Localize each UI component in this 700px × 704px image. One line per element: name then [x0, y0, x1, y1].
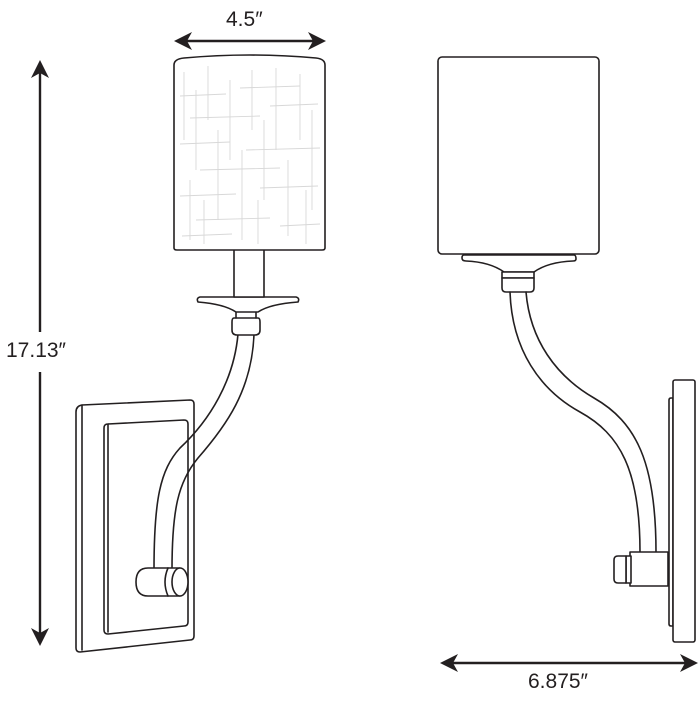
front-arm: [153, 333, 255, 571]
depth-dimension-arrow: [440, 654, 698, 672]
depth-dimension-label: 6.875″: [528, 670, 588, 693]
front-collar: [231, 311, 261, 336]
height-dimension-label: 17.13″: [6, 339, 66, 362]
side-collar: [501, 271, 535, 293]
width-dimension-arrow: [174, 32, 326, 50]
width-dimension-label: 4.5″: [226, 8, 263, 31]
front-candle-socket: [233, 248, 265, 298]
side-view: [437, 56, 696, 643]
front-arm-cap: [135, 567, 189, 597]
side-bobeche: [461, 254, 577, 273]
side-arm: [509, 291, 657, 553]
front-bobeche: [196, 296, 300, 313]
front-backplate: [75, 399, 195, 653]
side-arm-mount: [613, 551, 669, 587]
side-shade: [437, 56, 600, 255]
linen-texture: [179, 66, 321, 244]
height-dimension-arrow: [31, 60, 49, 646]
side-backplate: [668, 379, 696, 643]
front-view: [75, 54, 326, 653]
front-linen-shade: [173, 54, 326, 251]
